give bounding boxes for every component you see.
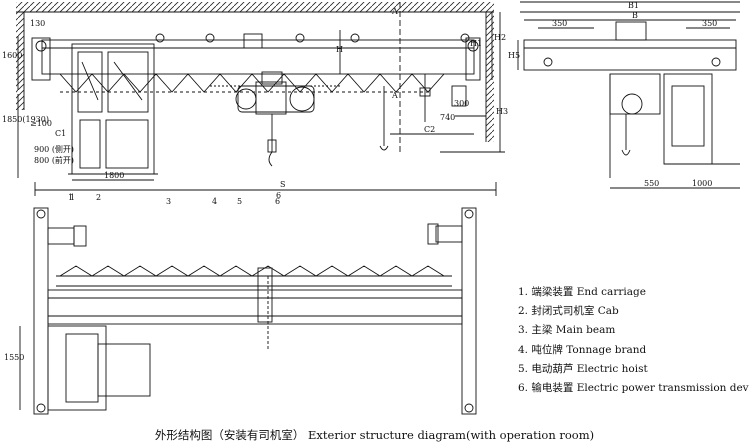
plan-view [19,207,477,415]
dim-h3: H3 [496,107,508,116]
dim-s: S [280,180,285,189]
dim-800: 800 (前开) [34,155,74,165]
dim-ge100: ≥100 [30,119,52,128]
dim-1850: 1850(1930) [2,115,49,124]
dim-1000: 1000 [692,179,712,188]
front-view [16,2,505,196]
dim-b1: B1 [628,1,639,10]
dim-350-right: 350 [702,19,717,28]
plan-view-labels: 1550 1 6 [4,191,281,362]
legend: 1. 端梁装置 End carriage 2. 封闭式司机室 Cab 3. 主梁… [518,283,749,398]
dim-b: B [632,11,638,20]
legend-item-power-transmission: 6. 输电装置 Electric power transmission devi… [518,382,749,395]
legend-item-main-beam: 3. 主梁 Main beam [518,324,616,337]
callout-6-front: 6 [275,197,280,206]
dim-top-130: 130 [30,19,45,28]
dim-h: H [336,45,343,54]
dim-900: 900 (侧开) [34,144,74,154]
plan-cab [47,325,107,411]
tonnage-plate [243,33,263,49]
operator-cab [71,43,155,175]
dim-c1: C1 [55,129,66,138]
end-carriage-left [31,37,51,81]
side-view-labels: B1 B 350 350 H5 550 1000 [508,1,717,188]
side-view [517,1,740,189]
ceiling-hatch [16,2,494,12]
electric-hoist [235,71,315,167]
dim-c2: C2 [424,125,435,134]
dim-350-left: 350 [552,19,567,28]
callout-1-front: 1 [68,193,73,202]
plan-end-carriage-left [33,207,49,415]
beam-truss [59,73,445,93]
dim-a-arrow: A [391,91,398,100]
callout-1-plan: 1 [70,193,75,202]
callout-6-plan: 6 [276,191,281,200]
callout-2-front: 2 [96,193,101,202]
figure-caption: 外形结构图（安装有司机室） Exterior structure diagram… [154,428,595,442]
dim-h2: H2 [494,33,506,42]
legend-item-electric-hoist: 5. 电动葫芦 Electric hoist [518,362,648,375]
dim-740: 740 [440,113,455,122]
left-wall-hatch [16,12,24,110]
callout-5-front: 5 [237,197,242,206]
callout-4-front: 4 [212,197,217,206]
dim-h5: H5 [508,51,520,60]
legend-item-end-carriage: 1. 端梁装置 End carriage [518,286,646,298]
legend-item-tonnage-brand: 4. 吨位牌 Tonnage brand [518,343,647,356]
main-beam [41,39,475,75]
dim-1800: 1800 [104,171,124,180]
side-end-carriage [523,39,737,71]
dim-1600: 1600 [2,51,22,60]
front-view-labels: 130 A H1 H2 H H3 1600 1850(1930) ≥100 C1… [2,7,508,206]
right-wall-hatch [486,12,494,142]
legend-item-cab: 2. 封闭式司机室 Cab [518,305,619,318]
dim-a-top: A [391,7,398,16]
plan-main-beam [47,289,463,325]
dim-h1: H1 [470,39,482,48]
plan-end-carriage-right [461,207,477,415]
dim-300: 300 [454,99,469,108]
callout-3-front: 3 [166,197,171,206]
dim-1550: 1550 [4,353,24,362]
dim-550: 550 [644,179,659,188]
